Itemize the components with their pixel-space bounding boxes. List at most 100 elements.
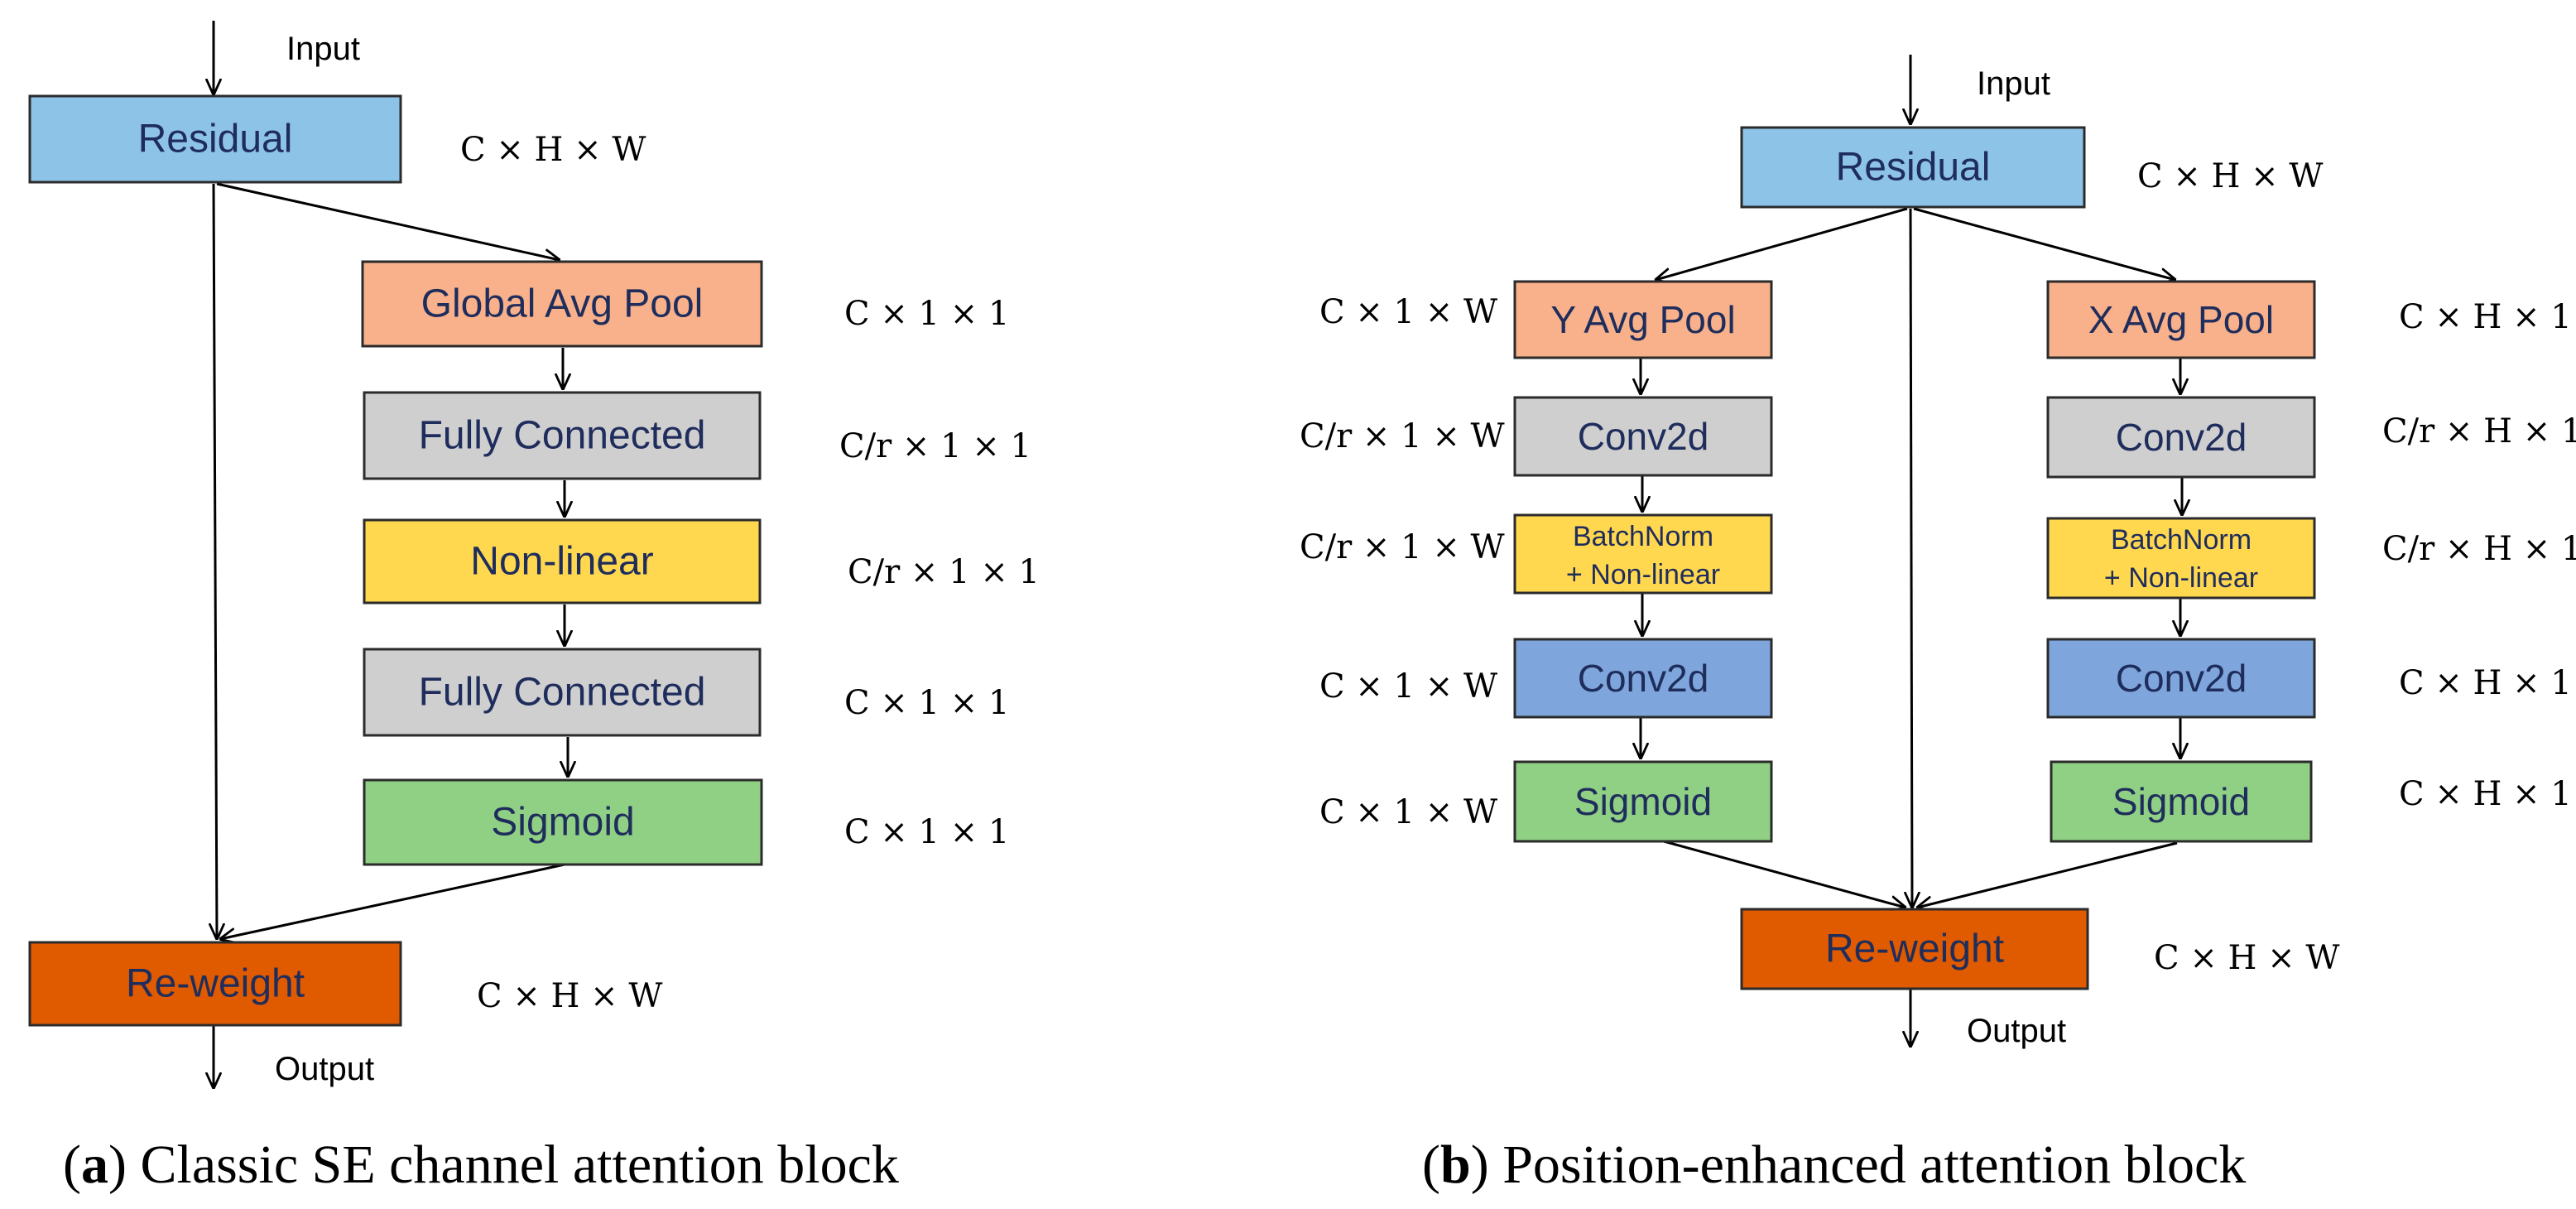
residual-box-b	[1740, 126, 2086, 209]
x-batchnorm-line2: + Non-linear	[2104, 562, 2258, 594]
x-conv2d-2-block: Conv2d	[2046, 638, 2316, 719]
x-batchnorm-box	[2046, 517, 2316, 600]
input-label: Input	[286, 31, 360, 67]
output-label: Output	[275, 1051, 374, 1087]
fully-connected-2-block: Fully Connected	[363, 648, 762, 737]
reweight-dim: C × H × W	[477, 977, 663, 1015]
arrow-sigmoid-to-reweight	[220, 863, 565, 939]
non-linear-dim: C/r × 1 × 1	[848, 553, 1040, 591]
y-conv2d-1-label: Conv2d	[1578, 415, 1709, 458]
residual-block: Residual	[28, 94, 402, 184]
arrow-y-sigmoid-to-reweight	[1663, 840, 1906, 908]
y-batchnorm-dim: C/r × 1 × W	[1300, 528, 1505, 566]
sigmoid-dim: C × 1 × 1	[844, 813, 1009, 851]
x-sigmoid-dim: C × H × 1	[2399, 775, 2572, 813]
x-conv2d-1-dim: C/r × H × 1	[2382, 412, 2576, 450]
x-conv2d-2-dim: C × H × 1	[2399, 664, 2572, 702]
x-sigmoid-block: Sigmoid	[2050, 760, 2313, 843]
fully-connected-1-dim: C/r × 1 × 1	[839, 427, 1031, 465]
skip-residual-to-reweight-b	[1910, 208, 1912, 908]
global-avg-pool-dim: C × 1 × 1	[844, 295, 1009, 333]
fully-connected-1-label: Fully Connected	[419, 414, 706, 458]
fully-connected-2-dim: C × 1 × 1	[844, 684, 1009, 722]
y-conv2d-2-label: Conv2d	[1578, 657, 1709, 700]
x-avg-pool-label: X Avg Pool	[2088, 298, 2274, 341]
y-sigmoid-dim: C × 1 × W	[1319, 793, 1497, 831]
residual-label-b: Residual	[1836, 146, 1991, 190]
fully-connected-2-label: Fully Connected	[419, 671, 706, 715]
residual-box	[28, 94, 402, 184]
y-conv2d-1-block: Conv2d	[1513, 396, 1773, 477]
x-avg-pool-block: X Avg Pool	[2046, 280, 2316, 359]
output-label-b: Output	[1967, 1013, 2066, 1049]
fully-connected-1-box	[363, 391, 762, 480]
y-sigmoid-block: Sigmoid	[1513, 760, 1773, 843]
x-batchnorm-dim: C/r × H × 1	[2382, 530, 2576, 568]
sigmoid-label: Sigmoid	[491, 801, 634, 845]
x-avg-pool-box	[2046, 280, 2316, 359]
global-avg-pool-block: Global Avg Pool	[361, 260, 763, 348]
y-sigmoid-label: Sigmoid	[1574, 780, 1712, 823]
residual-dim: C × H × W	[460, 131, 646, 169]
reweight-box	[28, 941, 402, 1027]
x-conv2d-1-box	[2046, 396, 2316, 479]
y-avg-pool-label: Y Avg Pool	[1550, 298, 1735, 341]
caption-a-letter: a	[81, 1134, 108, 1195]
fully-connected-1-block: Fully Connected	[363, 391, 762, 480]
reweight-label-b: Re-weight	[1825, 927, 2004, 971]
y-conv2d-2-box	[1513, 638, 1773, 719]
panel-b: Input Output Residual C × H × W Y Avg Po…	[1300, 55, 2576, 1195]
panel-a-connectors	[214, 21, 568, 1088]
y-conv2d-2-block: Conv2d	[1513, 638, 1773, 719]
fully-connected-2-box	[363, 648, 762, 737]
y-batchnorm-block: BatchNorm + Non-linear	[1513, 513, 1773, 595]
x-batchnorm-line1: BatchNorm	[2111, 524, 2252, 556]
panel-b-connectors	[1641, 55, 2182, 1047]
non-linear-block: Non-linear	[363, 518, 762, 604]
arrow-residual-to-y-pool	[1656, 207, 1908, 280]
input-label-b: Input	[1977, 65, 2050, 102]
x-batchnorm-block: BatchNorm + Non-linear	[2046, 517, 2316, 600]
x-sigmoid-box	[2050, 760, 2313, 843]
x-conv2d-2-label: Conv2d	[2116, 657, 2247, 700]
panel-a: Input Output Residual C × H × W Global A…	[28, 21, 1040, 1195]
y-conv2d-1-dim: C/r × 1 × W	[1300, 417, 1505, 455]
y-batchnorm-line2: + Non-linear	[1566, 559, 1720, 590]
caption-b-text: Position-enhanced attention block	[1489, 1134, 2247, 1195]
reweight-label: Re-weight	[126, 962, 305, 1006]
global-avg-pool-label: Global Avg Pool	[421, 282, 704, 326]
caption-a-text: Classic SE channel attention block	[127, 1134, 899, 1195]
x-avg-pool-dim: C × H × 1	[2399, 298, 2572, 336]
residual-label: Residual	[138, 118, 293, 161]
x-conv2d-2-box	[2046, 638, 2316, 719]
y-conv2d-2-dim: C × 1 × W	[1319, 667, 1497, 706]
residual-dim-b: C × H × W	[2137, 157, 2324, 195]
caption-b-letter: b	[1440, 1134, 1471, 1195]
x-conv2d-1-label: Conv2d	[2116, 416, 2247, 459]
residual-block-b: Residual	[1740, 126, 2086, 209]
y-conv2d-1-box	[1513, 396, 1773, 477]
non-linear-label: Non-linear	[470, 540, 653, 584]
y-avg-pool-block: Y Avg Pool	[1513, 280, 1773, 359]
y-sigmoid-box	[1513, 760, 1773, 843]
reweight-block: Re-weight	[28, 941, 402, 1027]
sigmoid-block: Sigmoid	[363, 778, 763, 866]
x-conv2d-1-block: Conv2d	[2046, 396, 2316, 479]
y-avg-pool-dim: C × 1 × W	[1319, 293, 1497, 331]
arrow-residual-to-pool	[216, 182, 560, 260]
reweight-dim-b: C × H × W	[2154, 939, 2340, 977]
caption-b: (b) Position-enhanced attention block	[1422, 1134, 2246, 1195]
skip-residual-to-reweight	[214, 183, 217, 939]
reweight-block-b: Re-weight	[1740, 908, 2089, 990]
reweight-box-b	[1740, 908, 2089, 990]
arrow-x-sigmoid-to-reweight	[1917, 841, 2178, 908]
arrow-residual-to-x-pool	[1913, 207, 2175, 280]
x-sigmoid-label: Sigmoid	[2112, 780, 2250, 823]
y-batchnorm-line1: BatchNorm	[1573, 521, 1713, 552]
caption-a: (a) Classic SE channel attention block	[63, 1134, 899, 1195]
y-batchnorm-box	[1513, 513, 1773, 595]
non-linear-box	[363, 518, 762, 604]
sigmoid-box	[363, 778, 763, 866]
y-avg-pool-box	[1513, 280, 1773, 359]
